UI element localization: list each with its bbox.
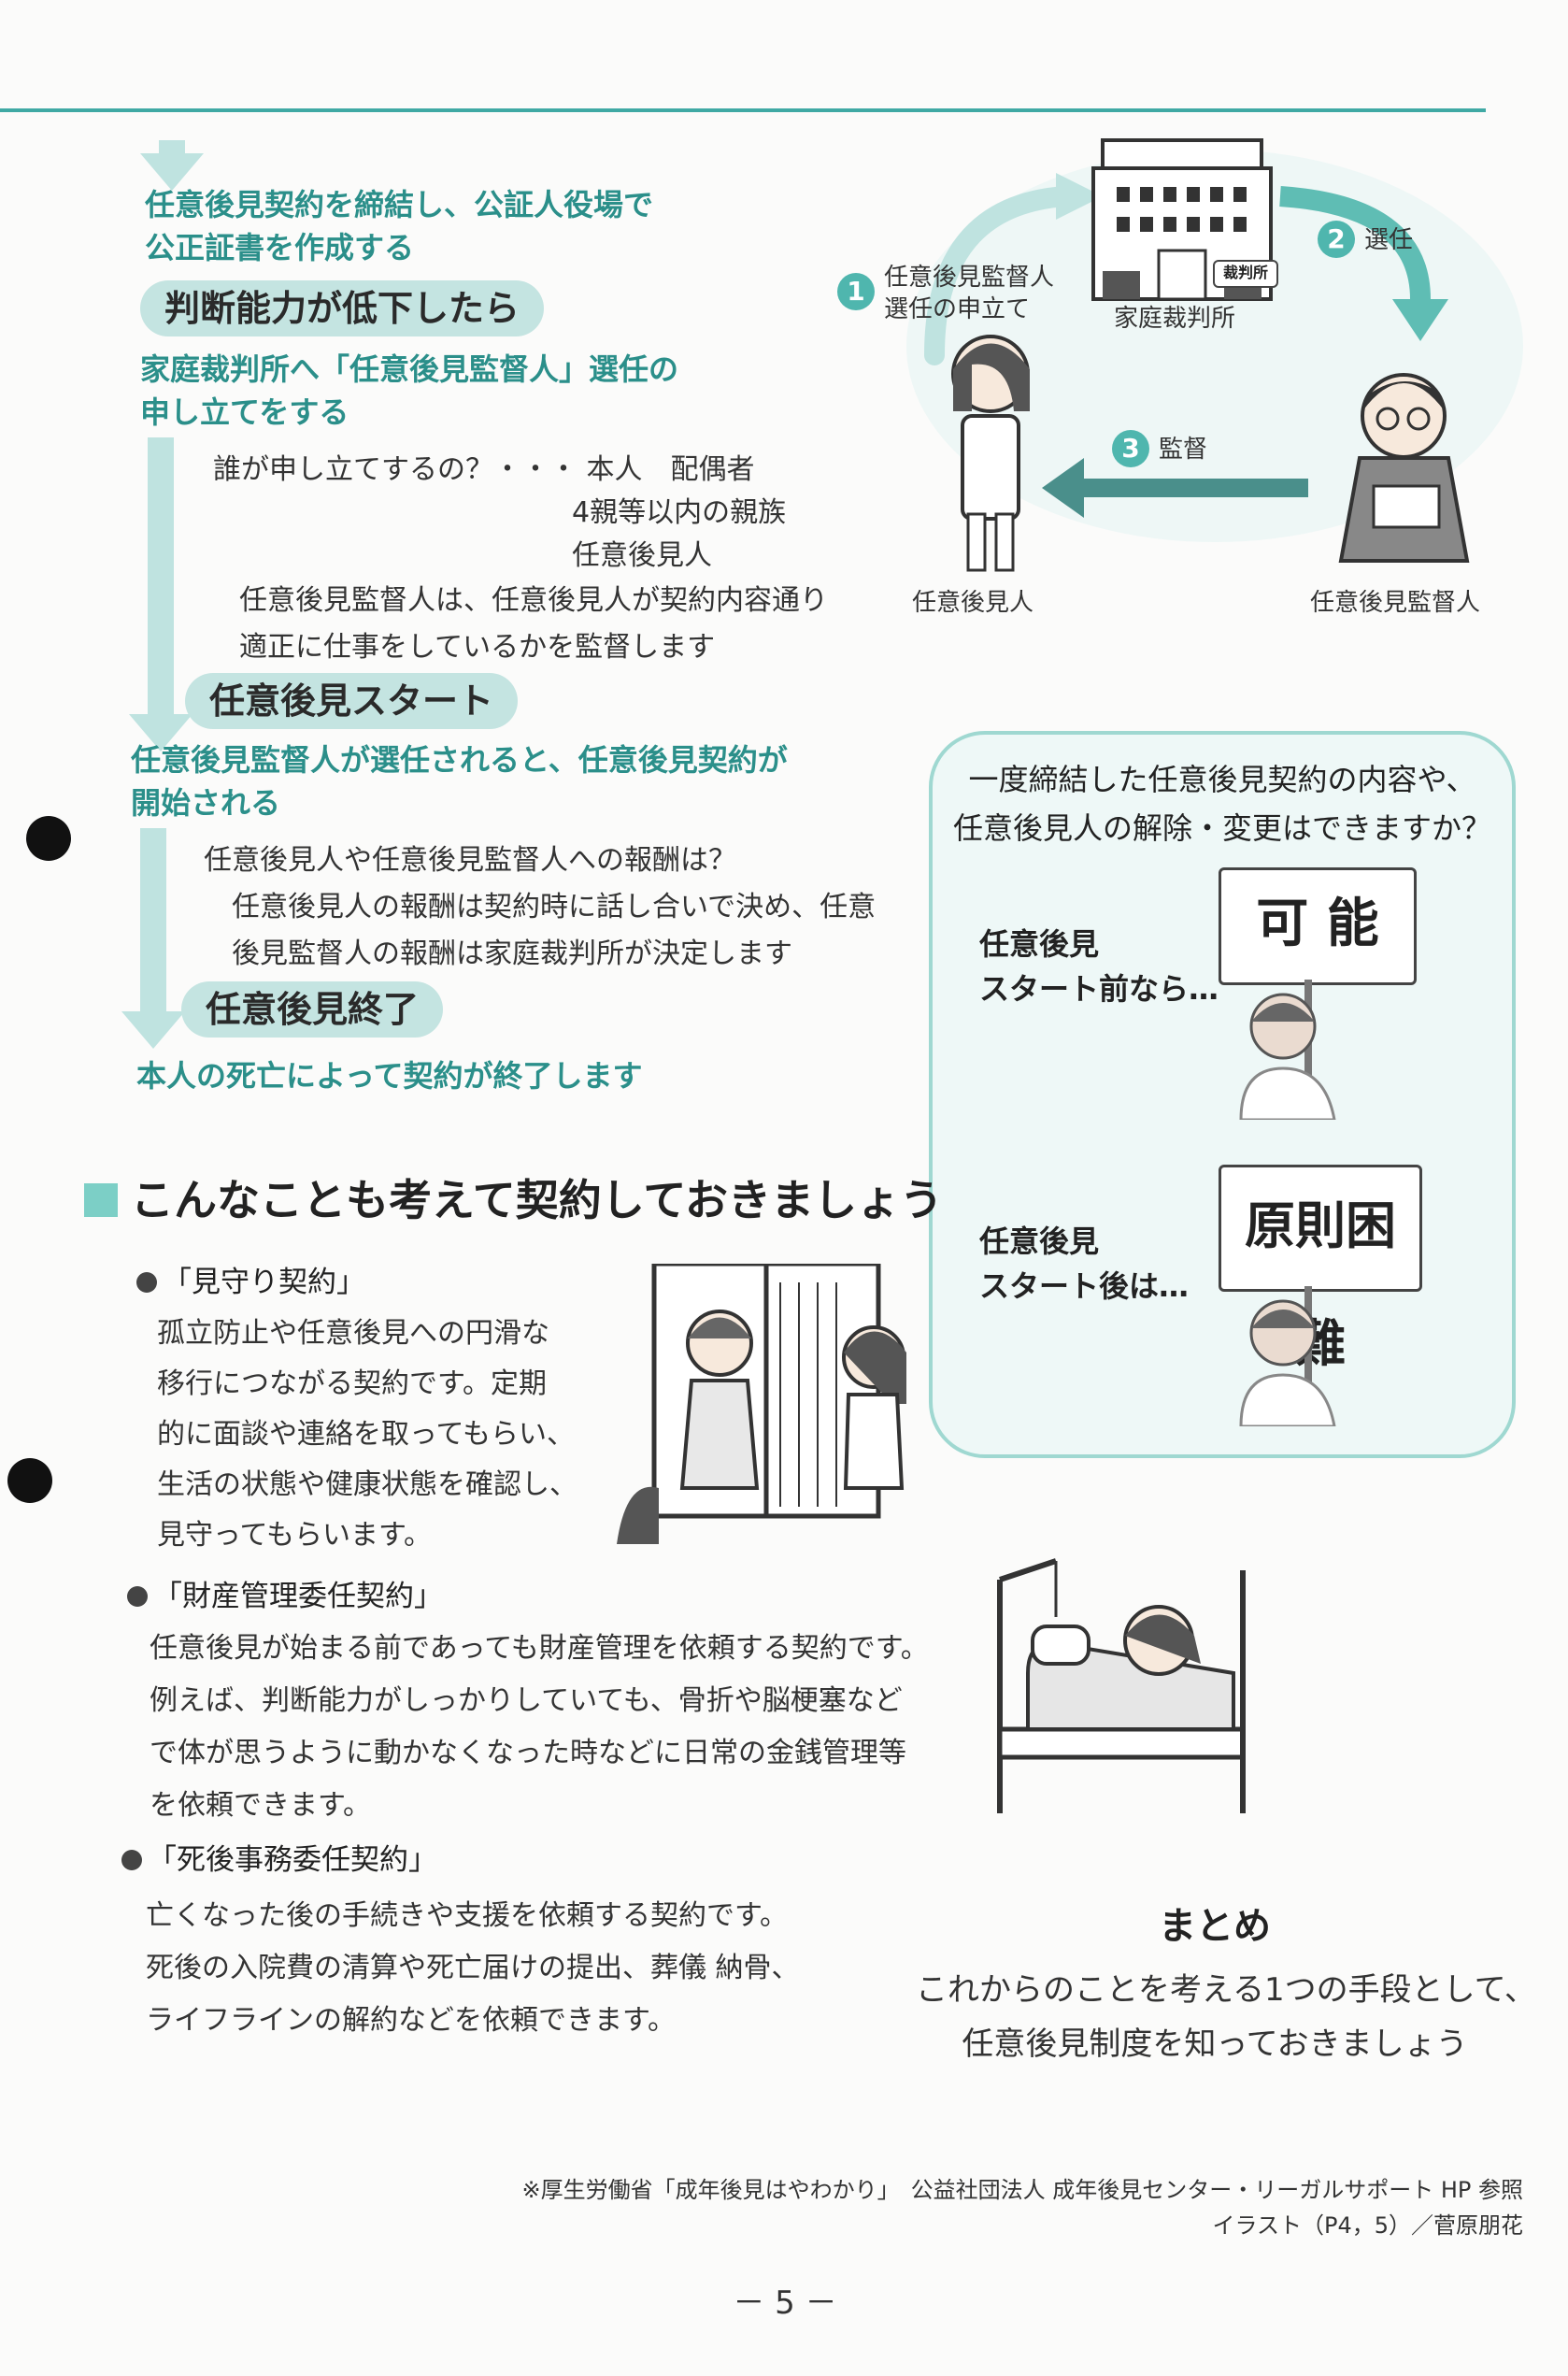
contract-text-posthumous: 亡くなった後の手続きや支援を依頼する契約です。 死後の入院費の清算や死亡届けの提… [146,1899,800,2037]
supervisor-label: 任意後見監督人 [1310,589,1481,617]
flow-step-4: 本人の死亡によって契約が終了します [136,1058,643,1094]
flow-step-1: 任意後見契約を締結し、公証人役場で 公正証書を作成する [145,187,654,265]
diagram-graphics [906,138,1523,572]
flow-bar [159,140,185,153]
qa-after-sign: 原則困難 [1219,1165,1422,1373]
flow-bar [140,828,166,1015]
bullet-icon [121,1850,142,1870]
flow-step-2: 家庭裁判所へ「任意後見監督人」選任の 申し立てをする [140,351,679,430]
fee-answer: 任意後見人の報酬は契約時に話し合いで決め、任意 後見監督人の報酬は家庭裁判所が決… [232,891,877,970]
who-question: 誰が申し立てするの？・・・ 本人 配偶者 [213,453,755,486]
qa-question: 一度締結した任意後見契約の内容や、 任意後見人の解除・変更はできますか？ [952,762,1491,846]
flow-pill-decline: 判断能力が低下したら [140,280,545,336]
section-marker [84,1183,118,1217]
person-holding-sign-icon [1239,1286,1336,1426]
hospital-bed-illustration [997,1558,1246,1813]
step-badge-1: 1 [837,273,875,310]
contract-title-asset: 「財産管理委任契約」 [153,1580,443,1613]
who-answer-guardian: 任意後見人 [572,539,712,572]
reference-note: ※厚生労働省「成年後見はやわかり」 公益社団法人 成年後見センター・リーガルサポ… [521,2177,1523,2239]
flow-arrow-icon [140,153,204,191]
step1-label: 任意後見監督人 選任の申立て [884,264,1055,323]
bullet-icon [127,1586,148,1607]
flow-arrow-icon [121,1011,185,1049]
flow-chart: 任意後見契約を締結し、公証人役場で 公正証書を作成する 判断能力が低下したら 家… [0,0,916,1122]
contract-text-watch: 孤立防止や任意後見への円滑な 移行につながる契約です。定期 的に面談や連絡を取っ… [157,1317,577,1552]
binder-hole-top [26,816,71,861]
qa-after-label: 任意後見 スタート後は… [979,1224,1190,1304]
step2-label: 選任 [1364,226,1414,254]
top-rule [0,108,1486,112]
bullet-icon [136,1272,157,1293]
who-answer-relatives: 4親等以内の親族 [572,496,787,529]
step3-label: 監督 [1159,436,1208,464]
page-number: － 5 － [733,2284,837,2322]
flow-pill-start: 任意後見スタート [185,673,519,729]
qa-box: 一度締結した任意後見契約の内容や、 任意後見人の解除・変更はできますか？ 任意後… [929,731,1516,1458]
person-holding-sign-icon [1239,980,1336,1120]
binder-hole-bottom [7,1458,52,1503]
flow-step-3: 任意後見監督人が選任されると、任意後見契約が 開始される [131,742,788,821]
court-sign: 裁判所 [1213,260,1278,288]
home-visit-illustration [617,1264,906,1544]
guardian-diagram: 裁判所 家庭裁判所 1 任意後見監督人 選任の申立て 2 選任 3 監督 任意後… [822,131,1532,636]
section-title: こんなことも考えて契約しておきましょう [131,1175,943,1225]
contract-title-posthumous: 「死後事務委任契約」 [148,1843,437,1877]
summary-title: まとめ [1159,1905,1271,1948]
flow-bar [148,437,174,718]
contract-title-watch: 「見守り契約」 [163,1266,365,1299]
step-badge-2: 2 [1318,221,1355,258]
flow-arrow-icon [129,714,192,751]
step-badge-3: 3 [1112,430,1149,467]
flow-pill-end: 任意後見終了 [181,981,444,1038]
summary-text: これからのことを考える1つの手段として、 任意後見制度を知っておきましょう [916,1971,1536,2063]
guardian-label: 任意後見人 [912,589,1034,617]
qa-before-label: 任意後見 スタート前なら… [979,926,1219,1007]
supervisor-note: 任意後見監督人は、任意後見人が契約内容通り 適正に仕事をしているかを監督します [239,584,828,664]
court-label: 家庭裁判所 [1114,305,1236,333]
contract-text-asset: 任意後見が始まる前であっても財産管理を依頼する契約です。 例えば、判断能力がしっ… [150,1632,929,1822]
fee-question: 任意後見人や任意後見監督人への報酬は？ [204,844,736,877]
qa-before-sign: 可 能 [1219,867,1417,985]
